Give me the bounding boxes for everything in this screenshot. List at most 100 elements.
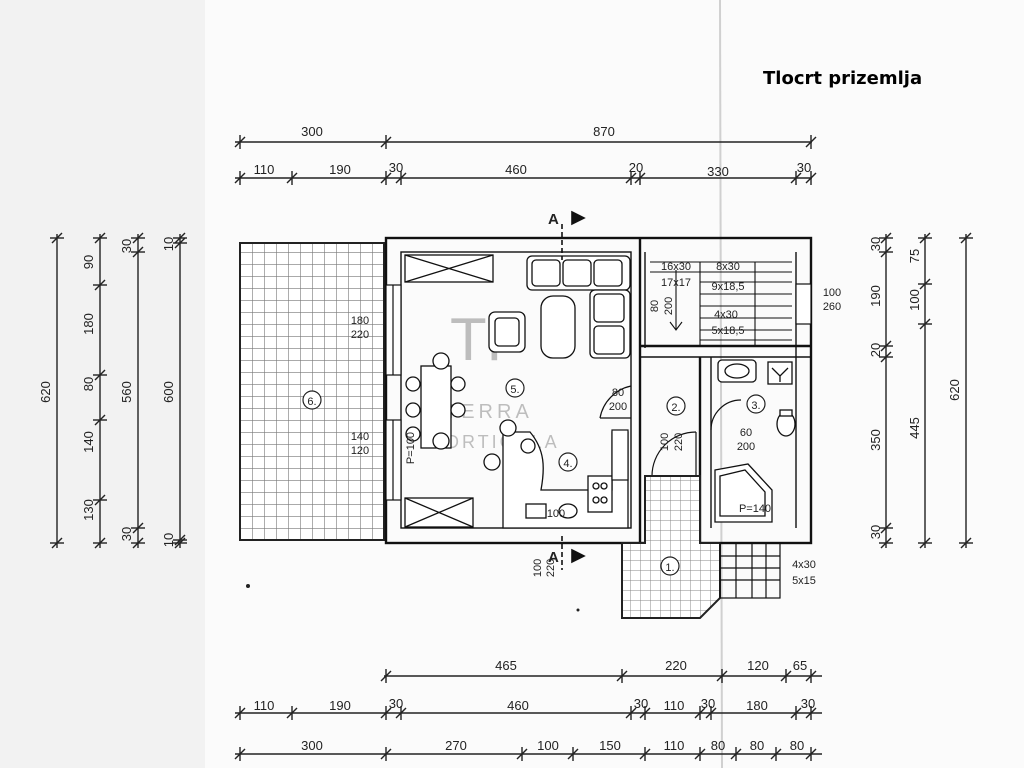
dim-left-180: 180	[81, 313, 96, 335]
room-1-label: 1.	[665, 562, 674, 574]
dim-left-620: 620	[38, 381, 53, 403]
label-entry-100: 100	[532, 559, 544, 577]
dim-left-10a: 10	[161, 237, 176, 251]
dim-top-870: 870	[593, 124, 615, 139]
watermark-line1: TERRA	[445, 401, 533, 423]
dim-top2-190: 190	[329, 162, 351, 177]
dim-left-80: 80	[81, 377, 96, 391]
label-stair-4x30: 4x30	[714, 309, 738, 321]
dimension-bottom	[234, 669, 822, 761]
label-parapet: P=100	[405, 432, 417, 464]
coffee-table	[540, 295, 576, 359]
dim-bot2-30c: 30	[701, 696, 715, 711]
dim-right-100: 100	[907, 289, 922, 311]
dim-bot3-270: 270	[445, 738, 467, 753]
room-6-marker	[302, 390, 322, 410]
dim-bot2-110: 110	[254, 698, 275, 713]
scan-margin	[0, 0, 205, 768]
dim-bot2-30b: 30	[634, 696, 648, 711]
dim-right-30a: 30	[868, 237, 883, 251]
storage-cabinet	[404, 254, 494, 528]
dim-left-600: 600	[161, 381, 176, 403]
room-3-marker	[746, 394, 766, 414]
scan-fold-line	[719, 0, 723, 768]
dim-left-10b: 10	[161, 533, 176, 547]
dim-top-300: 300	[301, 124, 323, 139]
door-living	[599, 385, 632, 419]
dim-bot1-465: 465	[495, 658, 517, 673]
label-door2-220: 220	[673, 433, 685, 451]
dining-table	[405, 352, 466, 450]
dim-bot2-190: 190	[329, 698, 351, 713]
dim-bot1-65: 65	[793, 658, 807, 673]
page-title: Tlocrt prizemlja	[763, 68, 923, 89]
walls	[384, 236, 813, 545]
label-stair-9x18: 9x18,5	[711, 281, 744, 293]
dim-bot3-300: 300	[301, 738, 323, 753]
dim-bot1-220: 220	[665, 658, 687, 673]
label-bath-p140: P=140	[739, 503, 771, 515]
room-4-label: 4.	[563, 458, 572, 470]
label-door2-100: 100	[659, 433, 671, 451]
label-stair-200: 200	[663, 297, 675, 315]
label-kitchen-100: 100	[547, 508, 565, 520]
dim-right-620: 620	[947, 379, 962, 401]
room-6-label: 6.	[307, 396, 316, 408]
room-2-label: 2.	[671, 402, 680, 414]
room-5-marker	[505, 378, 525, 398]
dim-top2-30a: 30	[389, 160, 403, 175]
dim-right-190: 190	[868, 285, 883, 307]
dimension-top	[234, 135, 817, 185]
section-line-a	[561, 210, 586, 570]
label-win-180: 180	[351, 315, 369, 327]
kitchen-counter	[483, 419, 629, 529]
dim-top2-30b: 30	[797, 160, 811, 175]
kitchen-window	[611, 429, 629, 481]
staircase	[650, 261, 792, 346]
dim-bot3-80c: 80	[790, 738, 804, 753]
label-door5-200: 200	[609, 401, 627, 413]
window-left-wall	[385, 284, 402, 501]
label-win-140: 140	[351, 431, 369, 443]
label-stair-16x30: 16x30	[661, 261, 691, 273]
bathroom-fixtures	[714, 359, 796, 523]
label-door3-60: 60	[740, 427, 752, 439]
room-3-label: 3.	[751, 400, 760, 412]
dim-bot3-80a: 80	[711, 738, 725, 753]
dim-top2-460: 460	[505, 162, 527, 177]
label-stair-17x17: 17x17	[661, 277, 691, 289]
dim-bot2-180: 180	[746, 698, 768, 713]
section-mark-top: A	[548, 211, 559, 228]
room-2-marker	[666, 396, 686, 416]
label-stair-5x18: 5x18,5	[711, 325, 744, 337]
dim-right-350: 350	[868, 429, 883, 451]
dimension-left	[50, 232, 187, 549]
dim-bot1-120: 120	[747, 658, 769, 673]
window-stair	[795, 283, 812, 325]
dim-bot3-100: 100	[537, 738, 559, 753]
dim-bot3-80b: 80	[750, 738, 764, 753]
room-4-marker	[558, 452, 578, 472]
dim-right-75: 75	[907, 249, 922, 263]
label-win-120: 120	[351, 445, 369, 457]
label-stair-8x30: 8x30	[716, 261, 740, 273]
room-5-label: 5.	[510, 384, 519, 396]
room-1-marker	[660, 556, 680, 576]
dim-top2-110: 110	[254, 162, 275, 177]
dim-bot2-30a: 30	[389, 696, 403, 711]
label-win-right-260: 260	[823, 301, 841, 313]
label-win-220: 220	[351, 329, 369, 341]
dim-bot2-30d: 30	[801, 696, 815, 711]
label-entry-220: 220	[545, 559, 557, 577]
label-ent-stair-5x15: 5x15	[792, 575, 816, 587]
dim-left-90: 90	[81, 255, 96, 269]
scan-specks	[246, 584, 580, 612]
dim-top2-20: 20	[629, 160, 643, 175]
dim-bot2-110b: 110	[664, 698, 685, 713]
dim-left-560: 560	[119, 381, 134, 403]
dim-left-30b: 30	[119, 527, 134, 541]
dim-left-140: 140	[81, 431, 96, 453]
door-hall	[651, 399, 742, 477]
section-mark-bottom: A	[548, 549, 559, 566]
